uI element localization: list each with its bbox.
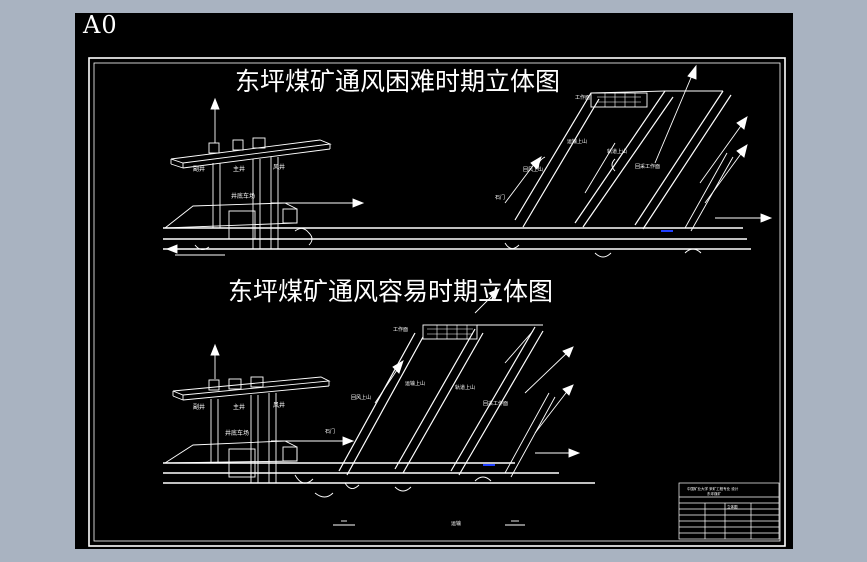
svg-text:工作面: 工作面 (393, 326, 408, 333)
svg-text:中国矿业大学 采矿工程专业 设计: 中国矿业大学 采矿工程专业 设计 (687, 486, 739, 491)
cad-drawing-canvas: 副井 主井 风井 井底车场 (88, 57, 786, 547)
svg-text:主井: 主井 (233, 403, 245, 411)
svg-text:轨道上山: 轨道上山 (607, 148, 627, 155)
svg-text:石门: 石门 (325, 428, 335, 435)
svg-text:回风上山: 回风上山 (523, 166, 543, 173)
svg-text:轨道上山: 轨道上山 (455, 384, 475, 391)
svg-text:运输: 运输 (451, 520, 461, 527)
diagram-title-difficult: 东坪煤矿通风困难时期立体图 (235, 67, 561, 96)
svg-text:立体图: 立体图 (727, 504, 738, 509)
svg-text:井底车场: 井底车场 (231, 192, 255, 200)
svg-text:风井: 风井 (273, 163, 285, 171)
diagram-title-easy: 东坪煤矿通风容易时期立体图 (228, 277, 554, 306)
svg-text:回采工作面: 回采工作面 (635, 163, 660, 170)
svg-text:回风上山: 回风上山 (351, 394, 371, 401)
svg-text:副井: 副井 (193, 403, 205, 411)
drawing-sheet: 副井 主井 风井 井底车场 (75, 11, 793, 549)
svg-text:东坪煤矿: 东坪煤矿 (707, 491, 721, 496)
svg-text:主井: 主井 (233, 165, 245, 173)
title-block: 中国矿业大学 采矿工程专业 设计 东坪煤矿 立体图 (678, 482, 780, 540)
svg-text:石门: 石门 (495, 194, 505, 201)
svg-text:井底车场: 井底车场 (225, 429, 249, 437)
ventilation-diagram-easy-period: 副井 主井 风井 井底车场 (163, 288, 595, 527)
ventilation-diagram-difficult-period: 副井 主井 风井 井底车场 (163, 64, 773, 258)
svg-text:工作面: 工作面 (575, 94, 590, 101)
svg-text:运输上山: 运输上山 (567, 138, 587, 145)
outer-frame (88, 57, 786, 547)
svg-text:运输上山: 运输上山 (405, 380, 425, 387)
svg-text:副井: 副井 (193, 165, 205, 173)
inner-frame (93, 62, 781, 542)
sheet-size-label: A0 (83, 11, 118, 39)
svg-text:风井: 风井 (273, 401, 285, 409)
svg-text:回采工作面: 回采工作面 (483, 400, 508, 407)
